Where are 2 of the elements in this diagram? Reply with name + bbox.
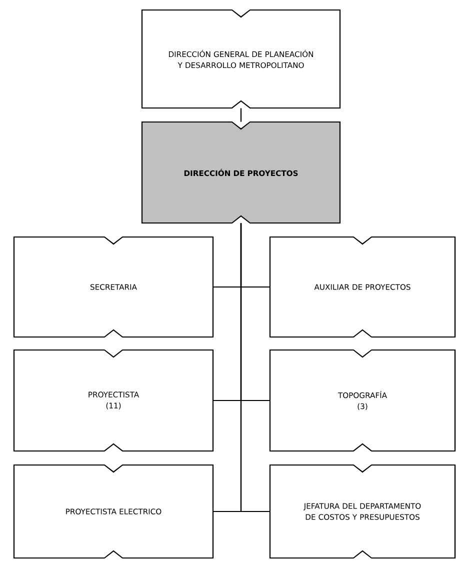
connector-line [240,223,270,512]
connector-line [240,108,242,122]
